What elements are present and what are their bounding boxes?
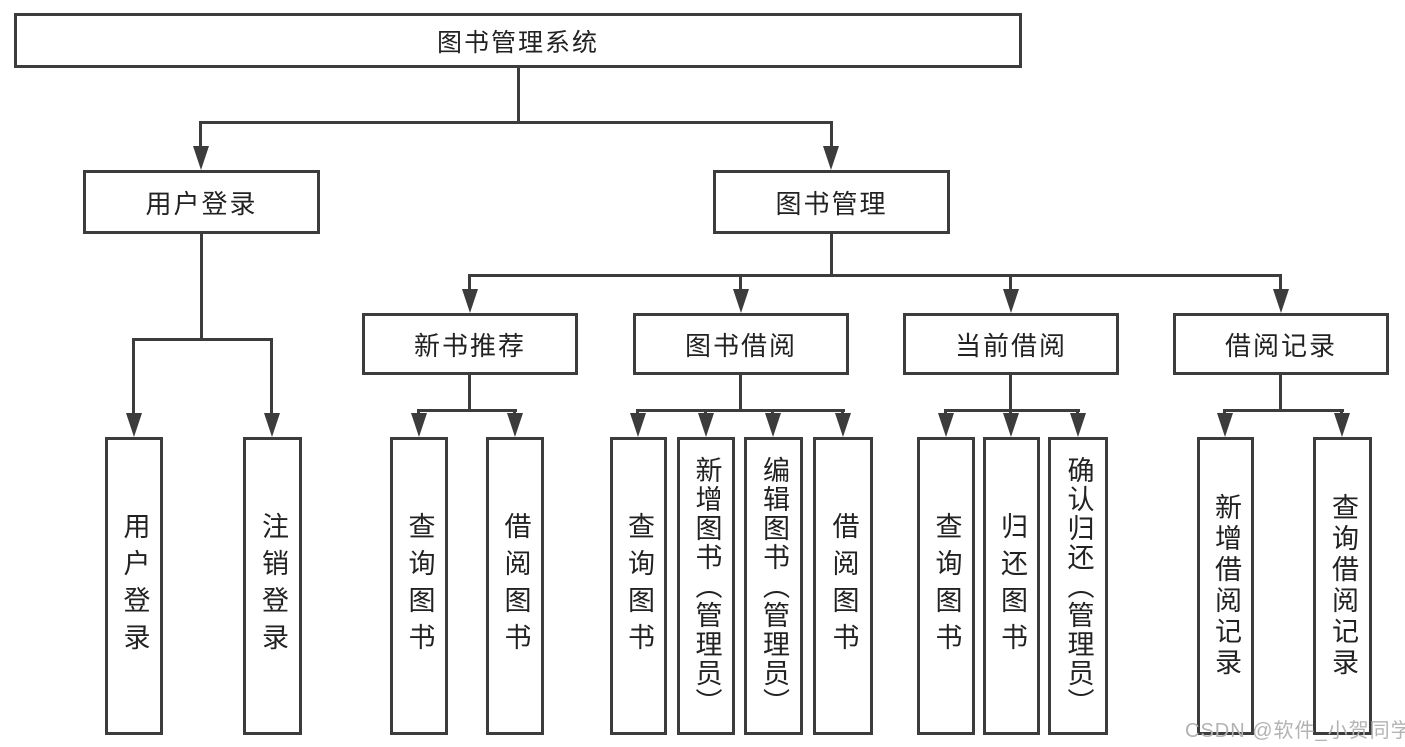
connector-line xyxy=(199,121,202,151)
leaf-current-return-books: 归还图书 xyxy=(983,437,1040,735)
arrow-down-icon xyxy=(462,289,478,313)
connector-line xyxy=(417,409,517,412)
arrow-down-icon xyxy=(630,413,646,437)
node-label: 确认归还（管理员） xyxy=(1063,455,1094,717)
node-label: 借阅记录 xyxy=(1224,330,1337,361)
leaf-current-query-books: 查询图书 xyxy=(917,437,975,735)
arrow-down-icon xyxy=(1217,413,1233,437)
node-borrow-records: 借阅记录 xyxy=(1173,313,1389,375)
connector-line xyxy=(1223,409,1344,412)
node-current-borrowing: 当前借阅 xyxy=(903,313,1119,375)
node-label: 借阅图书 xyxy=(828,512,859,660)
leaf-borrowing-edit-books-admin: 编辑图书（管理员） xyxy=(744,437,803,735)
connector-line xyxy=(517,68,520,121)
connector-line xyxy=(1279,375,1282,409)
connector-line xyxy=(830,234,833,274)
connector-line xyxy=(200,234,203,338)
connector-line xyxy=(636,409,639,415)
connector-line xyxy=(132,338,273,341)
connector-line xyxy=(468,375,471,409)
node-book-borrowing: 图书借阅 xyxy=(633,313,849,375)
node-label: 当前借阅 xyxy=(954,330,1067,361)
connector-line xyxy=(417,409,420,415)
connector-line xyxy=(513,409,516,415)
node-label: 新书推荐 xyxy=(413,330,526,361)
node-library-system: 图书管理系统 xyxy=(14,13,1022,68)
leaf-newbooks-borrow-books: 借阅图书 xyxy=(486,437,544,735)
arrow-down-icon xyxy=(698,413,714,437)
connector-line xyxy=(468,274,471,290)
node-label: 图书管理 xyxy=(775,188,888,219)
leaf-logout: 注销登录 xyxy=(243,437,302,735)
node-label: 查询图书 xyxy=(624,512,654,660)
connector-line xyxy=(841,409,844,415)
arrow-down-icon xyxy=(733,289,749,313)
node-label: 借阅图书 xyxy=(500,512,531,660)
arrow-down-icon xyxy=(193,146,209,170)
connector-line xyxy=(739,375,742,409)
arrow-down-icon xyxy=(507,413,523,437)
csdn-watermark: CSDN @软件_小贺同学 xyxy=(1185,720,1405,742)
connector-line xyxy=(1340,409,1343,415)
arrow-down-icon xyxy=(1003,413,1019,437)
node-label: 查询借阅记录 xyxy=(1328,493,1358,679)
node-new-book-recommend: 新书推荐 xyxy=(362,313,578,375)
leaf-borrowing-add-books-admin: 新增图书（管理员） xyxy=(677,437,735,735)
arrow-down-icon xyxy=(938,413,954,437)
node-label: 查询图书 xyxy=(404,512,435,660)
connector-line xyxy=(830,121,833,151)
node-label: 新增图书（管理员） xyxy=(691,455,722,717)
connector-line xyxy=(636,409,845,412)
leaf-records-query-record: 查询借阅记录 xyxy=(1313,437,1372,735)
arrow-down-icon xyxy=(765,413,781,437)
leaf-records-add-record: 新增借阅记录 xyxy=(1197,437,1254,735)
connector-line xyxy=(944,409,1080,412)
connector-line xyxy=(132,338,135,416)
connector-line xyxy=(944,409,947,415)
connector-line xyxy=(1279,274,1282,290)
connector-line xyxy=(270,338,273,416)
leaf-user-login: 用户登录 xyxy=(105,437,163,735)
arrow-down-icon xyxy=(411,413,427,437)
connector-line xyxy=(1223,409,1226,415)
node-label: 注销登录 xyxy=(258,512,288,660)
node-label: 用户登录 xyxy=(119,512,150,660)
connector-line xyxy=(704,409,707,415)
connector-line xyxy=(1009,375,1012,409)
leaf-newbooks-query-books: 查询图书 xyxy=(390,437,448,735)
leaf-borrowing-borrow-books: 借阅图书 xyxy=(813,437,873,735)
node-user-login: 用户登录 xyxy=(83,170,320,234)
node-label: 图书借阅 xyxy=(684,330,797,361)
arrow-down-icon xyxy=(1070,413,1086,437)
node-label: 归还图书 xyxy=(997,512,1027,660)
arrow-down-icon xyxy=(1273,289,1289,313)
node-label: 用户登录 xyxy=(145,188,258,219)
connector-line xyxy=(1009,274,1012,290)
arrow-down-icon xyxy=(835,413,851,437)
arrow-down-icon xyxy=(264,413,280,437)
arrow-down-icon xyxy=(1334,413,1350,437)
arrow-down-icon xyxy=(126,413,142,437)
connector-line xyxy=(199,121,833,124)
leaf-current-confirm-return-admin: 确认归还（管理员） xyxy=(1048,437,1108,735)
node-label: 图书管理系统 xyxy=(436,28,599,57)
node-label: 新增借阅记录 xyxy=(1211,493,1241,679)
connector-line xyxy=(1076,409,1079,415)
arrow-down-icon xyxy=(1003,289,1019,313)
connector-line xyxy=(468,274,1282,277)
node-label: 编辑图书（管理员） xyxy=(759,455,789,717)
arrow-down-icon xyxy=(823,146,839,170)
node-book-management: 图书管理 xyxy=(713,170,950,234)
node-label: 查询图书 xyxy=(931,512,962,660)
connector-line xyxy=(739,274,742,290)
connector-line xyxy=(1009,409,1012,415)
leaf-borrowing-query-books: 查询图书 xyxy=(610,437,667,735)
connector-line xyxy=(771,409,774,415)
